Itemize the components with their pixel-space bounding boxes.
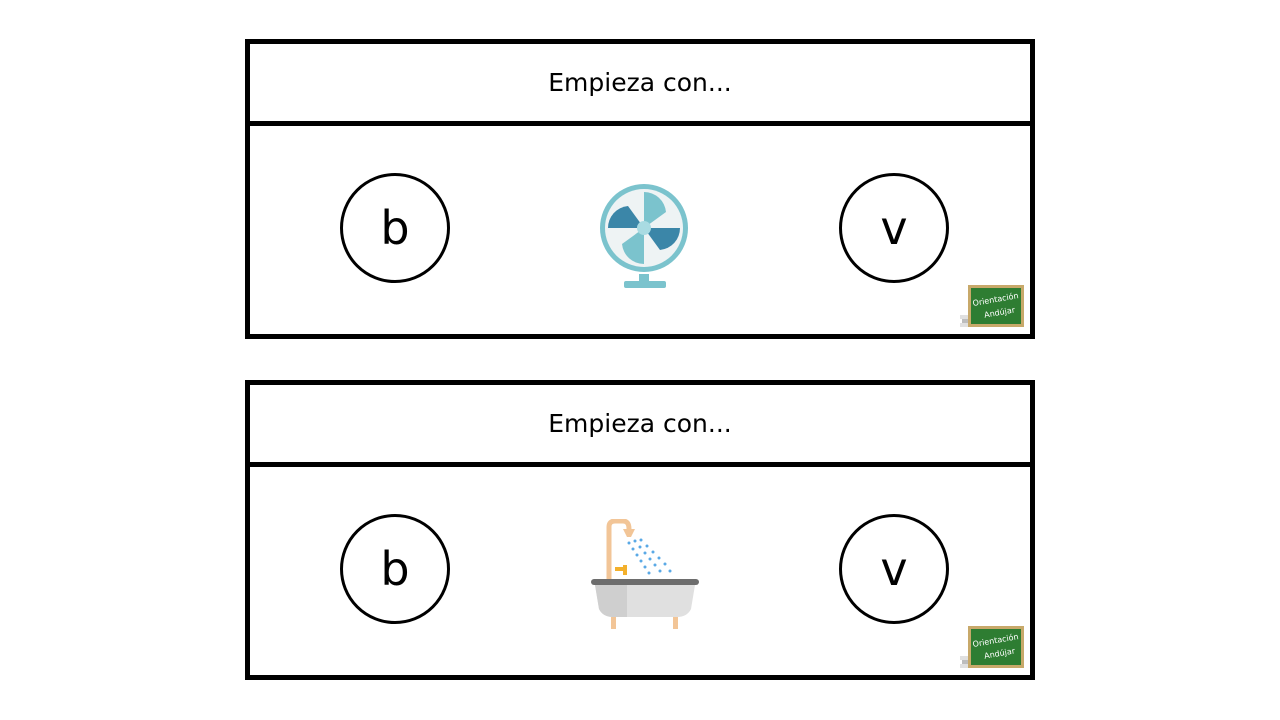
option-v-button[interactable]: v [839,514,949,624]
electric-fan-icon [600,184,688,288]
option-b-button[interactable]: b [340,514,450,624]
exercise-card-1: Empieza con... b v Orientación Andújar [245,39,1035,339]
card-body: b v Orientación Andújar [250,126,1030,334]
option-v-button[interactable]: v [839,173,949,283]
exercise-card-2: Empieza con... b [245,380,1035,680]
card-header: Empieza con... [250,385,1030,467]
bathtub-shower-icon [591,519,699,629]
card-header: Empieza con... [250,44,1030,126]
orientacion-andujar-logo: Orientación Andújar [960,285,1024,327]
orientacion-andujar-logo: Orientación Andújar [960,626,1024,668]
card-body: b v [250,467,1030,675]
option-b-button[interactable]: b [340,173,450,283]
